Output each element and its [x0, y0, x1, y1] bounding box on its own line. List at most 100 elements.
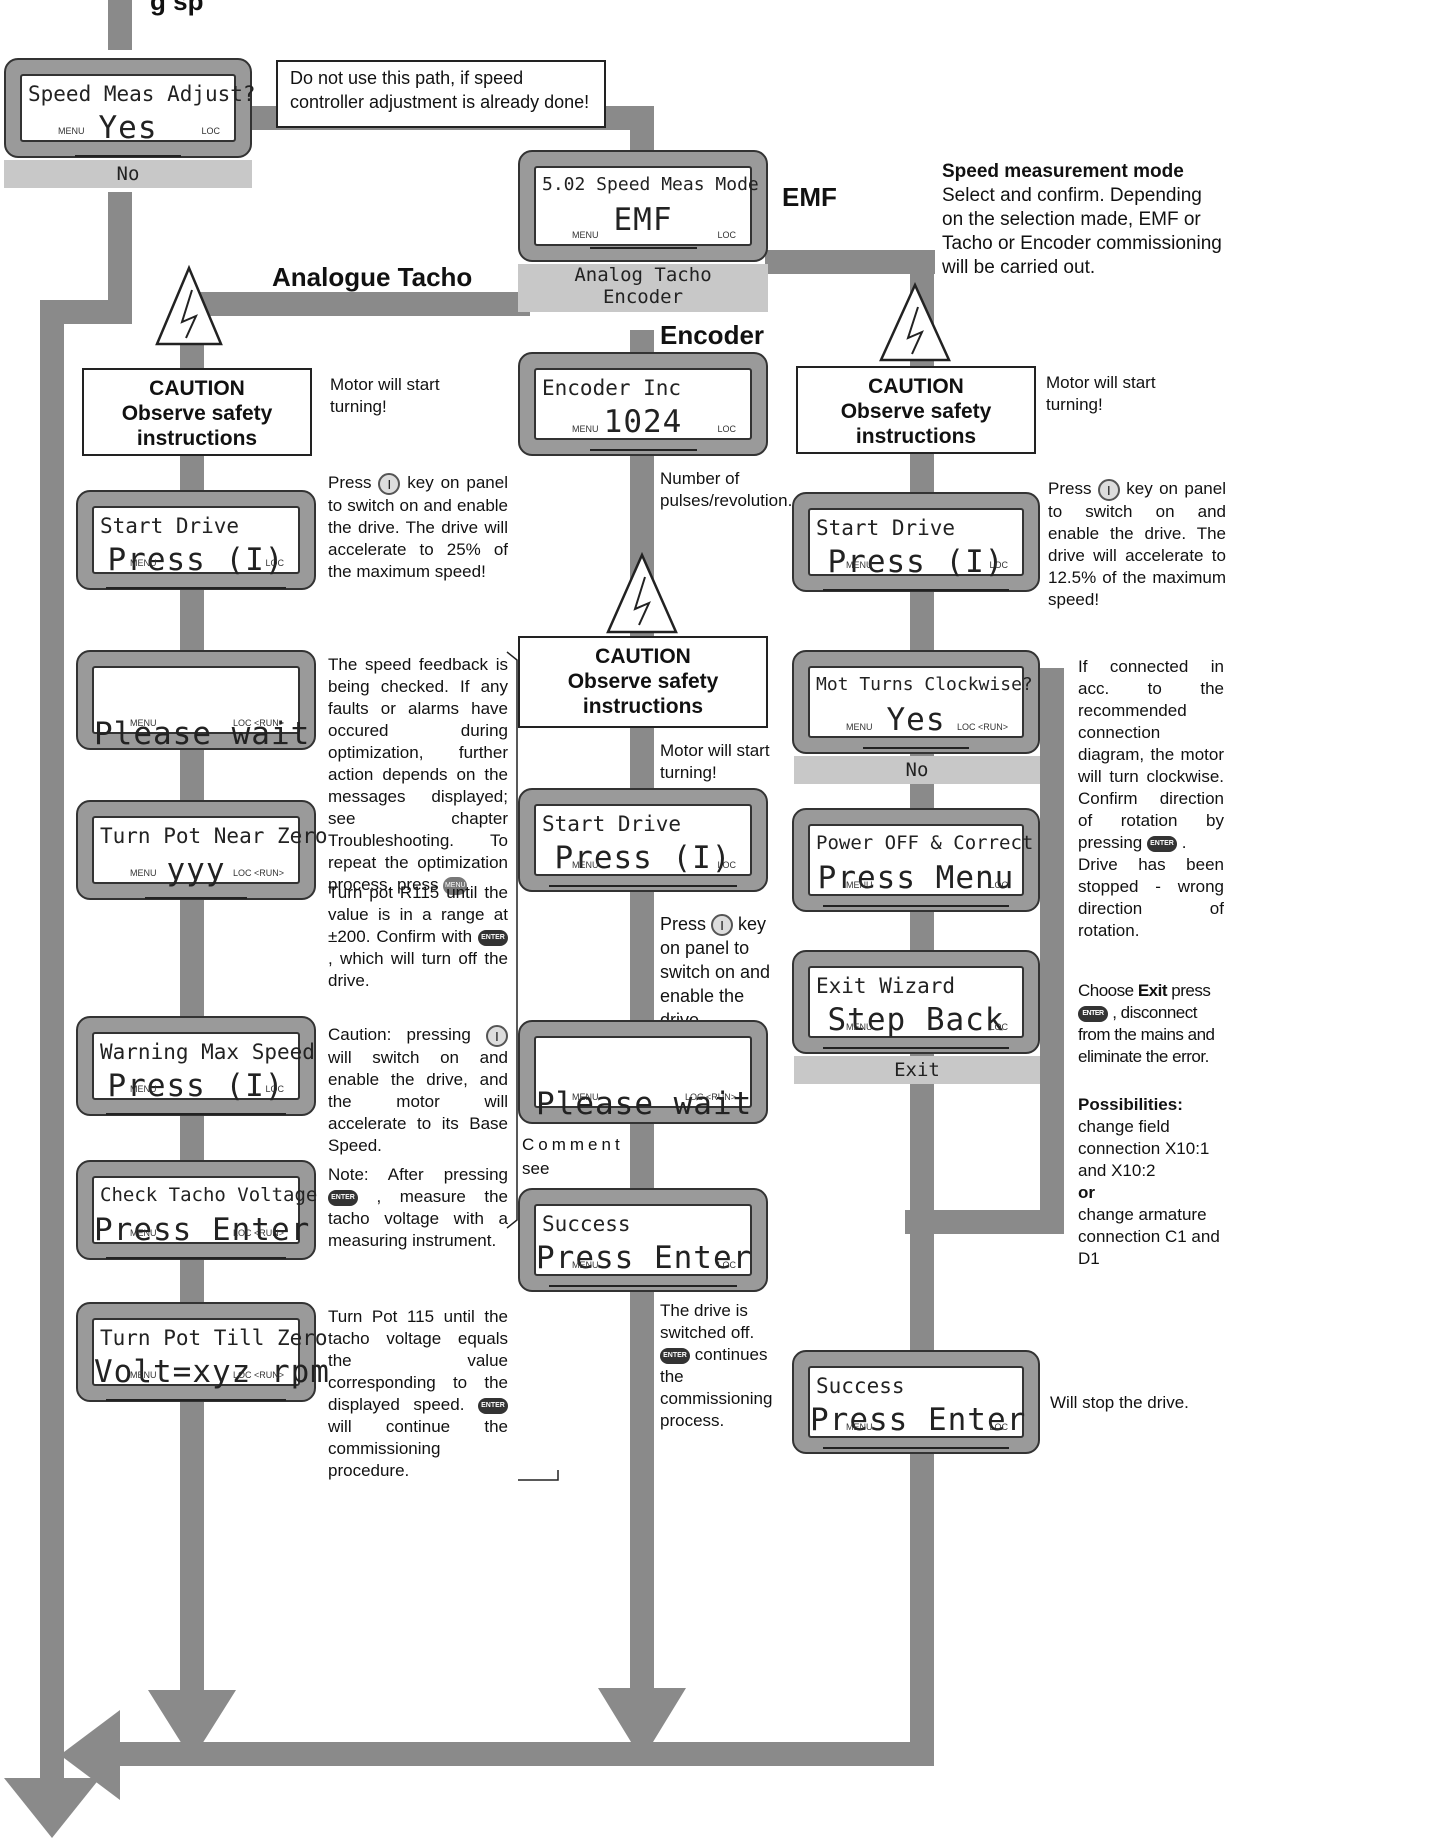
lcd-menu-label: MENU: [130, 1370, 157, 1380]
note-text: , which will turn off the drive.: [328, 949, 508, 990]
lcd-line2: yyy: [166, 852, 226, 888]
lcd-underline: [548, 885, 738, 887]
lcd-line2: Press (I): [107, 1068, 285, 1104]
lcd-line1: Start Drive: [816, 516, 956, 540]
note-text: Turn Pot 115 until the tacho voltage equ…: [328, 1307, 508, 1414]
lcd-loc-label: LOC <RUN>: [232, 718, 284, 728]
option-analog-tacho: Analog Tacho: [574, 264, 712, 286]
emf-exit-note: Choose Exit press ENTER , disconnect fro…: [1078, 980, 1228, 1068]
lcd-line2: Press Enter: [810, 1402, 1027, 1438]
note-text: Press: [660, 914, 707, 934]
lcd-line2: Press (I): [107, 542, 285, 578]
lcd-loc-label: LOC: [265, 558, 284, 568]
lcd-menu-label: MENU: [572, 424, 599, 434]
lcd-menu-label: MENU: [572, 1092, 599, 1102]
lcd-loc-label: LOC: [717, 860, 736, 870]
lcd-speed-meas-adjust: Speed Meas Adjust? Yes MENU LOC: [4, 58, 256, 158]
lcd-exit-wizard: Exit Wizard Step Back MENU LOC: [792, 950, 1040, 1054]
emf-label: EMF: [782, 182, 837, 212]
lcd-turn-pot-near-zero: Turn Pot Near Zero yyy MENU LOC <RUN>: [76, 800, 328, 900]
lcd-line2: Press Enter: [94, 1212, 311, 1248]
lcd-loc-label: LOC <RUN>: [232, 1370, 284, 1380]
emf-success-note: Will stop the drive.: [1050, 1393, 1189, 1412]
lcd-loc-label: LOC: [989, 880, 1008, 890]
note-text: If connected in acc. to the recommended …: [1078, 657, 1224, 852]
lcd-turn-pot-till-zero: Turn Pot Till Zero Volt=xyz rpm MENU LOC…: [76, 1302, 330, 1402]
lcd-line2: Step Back: [827, 1002, 1005, 1038]
motor-start-note-emf: Motor will start turning!: [1046, 373, 1156, 414]
lcd-line1: Mot Turns Clockwise?: [816, 674, 1033, 695]
lcd-menu-label: MENU: [846, 1422, 873, 1432]
emf-clockwise-note: If connected in acc. to the recommended …: [1078, 657, 1224, 852]
lcd-line2: Press (I): [827, 544, 1005, 580]
lcd-loc-label: LOC <RUN>: [232, 1228, 284, 1238]
lcd-tacho-start-drive: Start Drive Press (I) MENU LOC: [76, 490, 316, 590]
note-text: Turn pot R115 until the value is in a ra…: [328, 883, 508, 946]
note-text: Caution: pressing: [328, 1025, 471, 1044]
note-text-bold: Exit: [1137, 981, 1168, 1000]
lcd-loc-label: LOC <RUN>: [956, 722, 1008, 732]
caution-line1: CAUTION: [149, 377, 245, 400]
lcd-underline: [863, 747, 969, 749]
possibilities-or: or: [1078, 1183, 1095, 1202]
emf-start-note: Press I key on panel to switch on and en…: [1048, 478, 1226, 611]
top-warning-note: Do not use this path, if speed controlle…: [276, 60, 606, 128]
lcd-loc-label: LOC: [717, 424, 736, 434]
mode-description-heading: Speed measurement mode: [942, 161, 1184, 182]
enter-key-icon: ENTER: [478, 929, 508, 946]
enter-key-icon: ENTER: [328, 1189, 358, 1206]
lcd-line2: 1024: [603, 404, 683, 440]
lcd-encoder-inc: Encoder Inc 1024 MENU LOC: [518, 352, 768, 456]
lcd-loc-label: LOC: [201, 126, 220, 136]
lcd-line1: Success: [816, 1374, 905, 1398]
motor-start-note-tacho: Motor will start turning!: [330, 375, 440, 416]
lcd-line1: Turn Pot Near Zero: [100, 824, 328, 848]
caution-box-encoder: CAUTION Observe safety instructions: [518, 636, 768, 728]
lcd-menu-label: MENU: [130, 558, 157, 568]
lcd-line2: Volt=xyz rpm: [94, 1354, 330, 1390]
lcd-line1: Success: [542, 1212, 631, 1236]
page-title: g sp: [150, 0, 204, 16]
on-key-icon: I: [1097, 478, 1120, 501]
note-text: will switch on and enable the drive, and…: [328, 1047, 508, 1155]
note-text: Press: [328, 473, 372, 492]
lcd-line1: 5.02 Speed Meas Mode: [542, 174, 759, 195]
lcd-line2: Press Enter: [536, 1240, 753, 1276]
lcd-emf-success: Success Press Enter MENU LOC: [792, 1350, 1040, 1454]
lcd-line1: Exit Wizard: [816, 974, 956, 998]
lcd-line1: Warning Max Speed: [100, 1040, 315, 1064]
note-text: will continue the commissioning procedur…: [328, 1417, 508, 1480]
lcd-check-tacho-voltage: Check Tacho Voltage Press Enter MENU LOC…: [76, 1160, 317, 1260]
lcd-menu-label: MENU: [572, 1260, 599, 1270]
tacho-till-zero-note: Turn Pot 115 until the tacho voltage equ…: [328, 1306, 508, 1482]
lcd-power-off-correct: Power OFF & Correct Press Menu MENU LOC: [792, 808, 1040, 912]
lcd-tacho-please-wait: Please wait MENU LOC <RUN>: [76, 650, 316, 752]
encoder-success-note: The drive is switched off. ENTER continu…: [660, 1300, 780, 1432]
possibilities-line2: change armature connection C1 and D1: [1078, 1205, 1220, 1268]
comment-label: Comment: [522, 1135, 624, 1154]
note-text: The drive is switched off.: [660, 1301, 755, 1342]
lcd-underline: [106, 1113, 286, 1115]
lcd-line2: Please wait: [94, 716, 311, 752]
on-key-icon: I: [711, 914, 734, 937]
enter-key-icon: ENTER: [1147, 835, 1177, 852]
see-label: see: [522, 1159, 550, 1178]
lcd-mot-turns-clockwise: Mot Turns Clockwise? Yes MENU LOC <RUN>: [792, 650, 1040, 754]
lcd-line2: Press (I): [554, 840, 732, 876]
lcd-emf-start-drive: Start Drive Press (I) MENU LOC: [792, 492, 1040, 592]
lcd-line2: Press Menu: [817, 860, 1015, 896]
lcd-loc-label: LOC: [717, 1260, 736, 1270]
lcd-menu-label: MENU: [846, 880, 873, 890]
lcd-underline: [589, 247, 697, 249]
lcd-loc-label: LOC <RUN>: [232, 868, 284, 878]
lcd-line1: Power OFF & Correct: [816, 832, 1034, 854]
possibilities-heading: Possibilities:: [1078, 1095, 1183, 1114]
lcd-menu-label: MENU: [130, 868, 157, 878]
caution-box-tacho: CAUTION Observe safety instructions: [82, 368, 312, 456]
tacho-check-note: Note: After pressing ENTER , measure the…: [328, 1164, 508, 1252]
lcd-line1: Speed Meas Adjust?: [28, 82, 256, 106]
note-text: , measure the tacho voltage with a measu…: [328, 1187, 508, 1250]
lcd-loc-label: LOC: [717, 230, 736, 240]
lcd-menu-label: MENU: [846, 560, 873, 570]
lcd-underline: [822, 1447, 1010, 1449]
